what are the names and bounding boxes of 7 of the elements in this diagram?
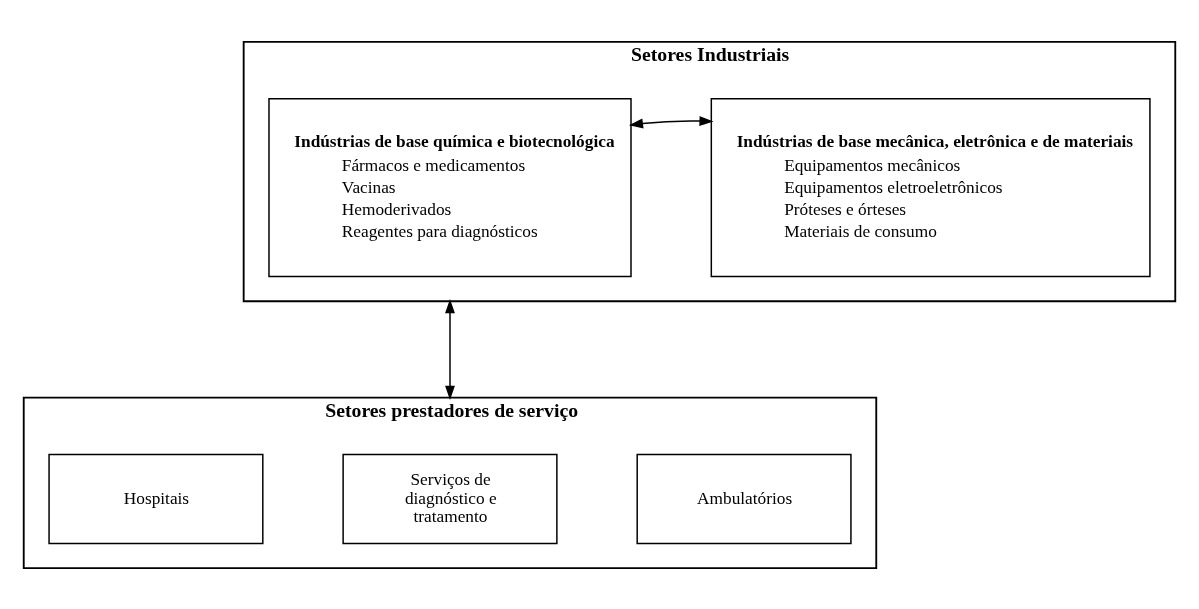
node-box: Ambulatórios [636, 453, 852, 544]
arrow [445, 298, 455, 400]
node-box: Indústrias de base mecânica, eletrônica e de materiais Equipamentos mecânicos Equipamentos eletroeletrônicos Próteses e órteses Materiais de consumo [710, 97, 1151, 277]
node-box: Serviços de diagnóstico e tratamento [342, 453, 558, 544]
node-box: Hospitais [48, 453, 264, 544]
arrow [628, 115, 714, 128]
node-box: Indústrias de base química e biotecnológica Fármacos e medicamentos Vacinas Hemoderivados Reagentes para diagnósticos [268, 97, 632, 277]
